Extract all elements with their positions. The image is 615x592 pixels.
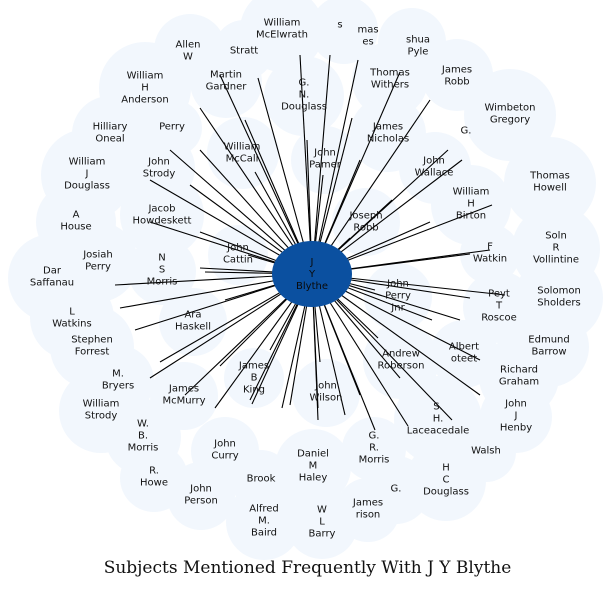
node-bubble [292, 359, 360, 427]
node-label[interactable]: R.Howe [140, 466, 168, 489]
node-label[interactable]: G. [391, 484, 402, 495]
node-bubbles [8, 0, 603, 560]
edge [257, 77, 313, 275]
node-bubble [207, 117, 279, 189]
node-bubble [464, 69, 556, 161]
node-label[interactable]: G.N.Douglass [281, 78, 327, 113]
edge [299, 54, 313, 275]
node-label[interactable]: Brook [247, 474, 276, 485]
node-bubble [504, 137, 596, 229]
diagram-title: Subjects Mentioned Frequently With J Y B… [103, 558, 512, 578]
node-bubble [128, 237, 196, 305]
node-label[interactable]: G.R.Morris [359, 431, 390, 466]
node-label[interactable]: W.B.Morris [128, 419, 159, 454]
node-bubble [352, 42, 428, 118]
edge [311, 99, 431, 275]
node-bubble [275, 429, 351, 505]
edge [219, 74, 313, 275]
node-bubble [120, 173, 204, 257]
center-node-shape[interactable] [272, 241, 352, 307]
node-label[interactable]: Perry [159, 122, 185, 133]
node-label[interactable]: M.Bryers [102, 369, 134, 392]
edge [311, 54, 331, 275]
node-bubble [224, 348, 284, 408]
node-bubble [190, 46, 262, 118]
node-label[interactable]: s [337, 20, 342, 31]
node-bubble [264, 56, 344, 136]
node-bubble [226, 484, 302, 560]
node-bubble [460, 224, 520, 284]
node-label[interactable]: S.H.Laceacedale [407, 402, 470, 437]
node-bubble [336, 478, 400, 542]
node-bubble [167, 462, 235, 530]
node-label[interactable]: Stratt [230, 46, 258, 57]
edge [311, 59, 359, 275]
node-label[interactable]: G. [461, 126, 472, 137]
node-bubble [310, 0, 378, 64]
node-label[interactable]: Walsh [471, 446, 501, 457]
